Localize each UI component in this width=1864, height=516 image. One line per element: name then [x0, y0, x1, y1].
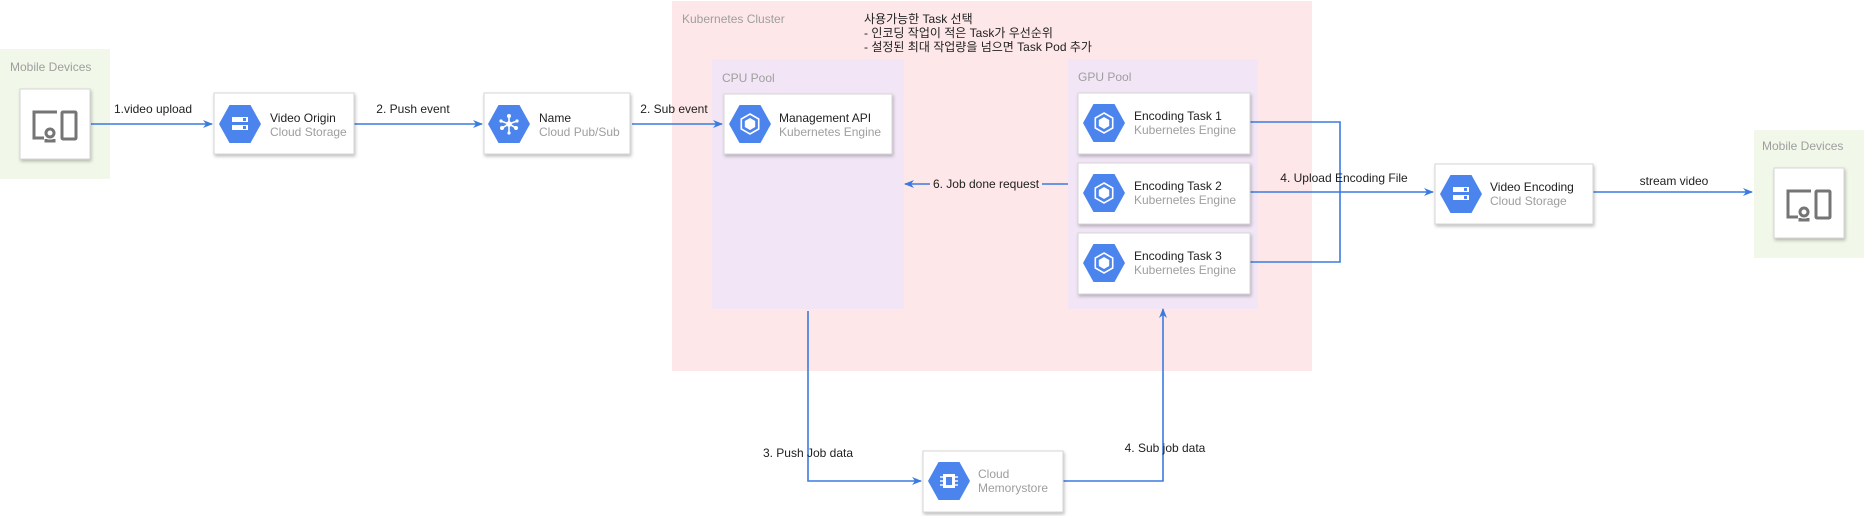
edge-label-push-event: 2. Push event — [376, 102, 450, 116]
pubsub-subtitle: Cloud Pub/Sub — [539, 125, 620, 139]
encoding-task-3-title: Encoding Task 3 — [1134, 249, 1222, 263]
mobile-device-icon — [32, 110, 78, 143]
note-line-1: 사용가능한 Task 선택 — [864, 12, 973, 26]
pubsub-icon — [488, 105, 530, 143]
video-origin-subtitle: Cloud Storage — [270, 125, 347, 139]
video-encoding-title: Video Encoding — [1490, 180, 1574, 194]
edge-encoding-task-3-out — [1250, 192, 1341, 263]
edge-label-video-upload: 1.video upload — [114, 102, 192, 116]
edge-label-stream-video: stream video — [1640, 174, 1709, 188]
edge-push-job-data — [807, 311, 922, 485]
mobile-device-right[interactable] — [1773, 167, 1845, 239]
pubsub-node[interactable]: Name Cloud Pub/Sub — [483, 92, 631, 155]
encoding-task-2-subtitle: Kubernetes Engine — [1134, 193, 1236, 207]
edge-encoding-task-1-out — [1250, 121, 1341, 192]
management-api-subtitle: Kubernetes Engine — [779, 125, 881, 139]
encoding-task-2-title: Encoding Task 2 — [1134, 179, 1222, 193]
kubernetes-cluster-label: Kubernetes Cluster — [682, 12, 785, 26]
kubernetes-icon — [1083, 174, 1125, 212]
mobile-devices-region-left-label: Mobile Devices — [10, 60, 91, 74]
note-line-3: - 설정된 최대 작업량을 넘으면 Task Pod 추가 — [864, 40, 1092, 54]
kubernetes-icon — [1083, 244, 1125, 282]
encoding-task-3-node[interactable]: Encoding Task 3 Kubernetes Engine — [1077, 232, 1251, 295]
edge-label-upload-encoding-file: 4. Upload Encoding File — [1280, 171, 1408, 185]
encoding-task-2-node[interactable]: Encoding Task 2 Kubernetes Engine — [1077, 162, 1251, 225]
encoding-task-1-node[interactable]: Encoding Task 1 Kubernetes Engine — [1077, 92, 1251, 155]
memorystore-node[interactable]: Cloud Memorystore — [922, 450, 1064, 513]
edge-label-sub-job-data: 4. Sub job data — [1125, 441, 1206, 455]
management-api-node[interactable]: Management API Kubernetes Engine — [723, 93, 893, 155]
edge-label-job-done-bg — [930, 176, 1042, 192]
cpu-pool-label: CPU Pool — [722, 71, 775, 85]
edge-label-push-job-data: 3. Push Job data — [763, 446, 853, 460]
memorystore-icon — [928, 462, 970, 500]
video-encoding-subtitle: Cloud Storage — [1490, 194, 1567, 208]
memorystore-title: Cloud — [978, 467, 1009, 481]
memorystore-subtitle: Memorystore — [978, 481, 1048, 495]
encoding-task-1-subtitle: Kubernetes Engine — [1134, 123, 1236, 137]
encoding-task-1-title: Encoding Task 1 — [1134, 109, 1222, 123]
management-api-title: Management API — [779, 111, 871, 125]
kubernetes-icon — [1083, 104, 1125, 142]
mobile-device-left[interactable] — [19, 88, 91, 160]
video-encoding-node[interactable]: Video Encoding Cloud Storage — [1434, 163, 1594, 225]
note-line-2: - 인코딩 작업이 적은 Task가 우선순위 — [864, 26, 1053, 40]
video-origin-node[interactable]: Video Origin Cloud Storage — [213, 92, 355, 155]
edge-sub-job-data — [1063, 308, 1167, 482]
edge-label-job-done-request: 6. Job done request — [933, 177, 1040, 191]
pubsub-title: Name — [539, 111, 571, 125]
gpu-pool-label: GPU Pool — [1078, 70, 1131, 84]
edge-label-sub-event: 2. Sub event — [640, 102, 708, 116]
storage-icon — [1440, 175, 1482, 213]
mobile-device-icon — [1786, 189, 1832, 222]
encoding-task-3-subtitle: Kubernetes Engine — [1134, 263, 1236, 277]
video-origin-title: Video Origin — [270, 111, 336, 125]
storage-icon — [219, 105, 261, 143]
mobile-devices-region-right-label: Mobile Devices — [1762, 139, 1843, 153]
kubernetes-icon — [729, 105, 771, 143]
